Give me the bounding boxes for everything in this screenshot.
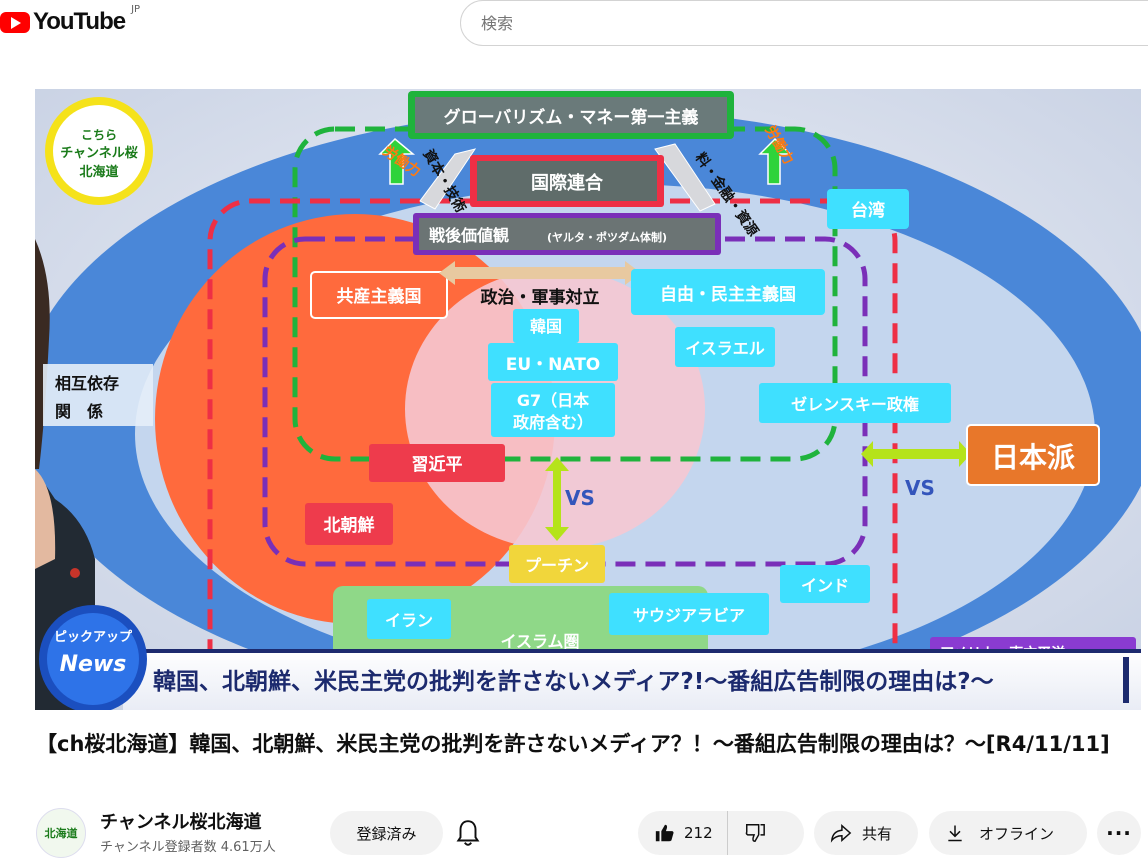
- saudi-text: サウジアラビア: [633, 606, 745, 625]
- corner-logo-line1: こちら: [81, 128, 117, 142]
- channel-name[interactable]: チャンネル桜北海道: [100, 812, 262, 833]
- news-badge-top: ピックアップ: [54, 630, 133, 645]
- zelensky-box: [759, 383, 951, 423]
- conflict-text: 政治・軍事対立: [481, 287, 600, 308]
- xi-text: 習近平: [412, 454, 463, 475]
- japan-faction-box: [966, 424, 1100, 486]
- communist-box: [310, 271, 448, 319]
- israel-text: イスラエル: [685, 339, 765, 358]
- dislike-button[interactable]: [728, 811, 782, 855]
- subscribed-button[interactable]: 登録済み: [330, 811, 443, 855]
- israel-box: [675, 327, 775, 367]
- g7-box: [491, 383, 615, 437]
- like-count: 212: [684, 824, 713, 842]
- eu-text: EU・NATO: [506, 355, 601, 375]
- search-input[interactable]: [460, 0, 1148, 46]
- india-text: インド: [801, 576, 849, 595]
- free-box: [631, 269, 825, 315]
- postwar-sub-text: (ヤルタ・ポツダム体制): [547, 230, 667, 244]
- more-actions-button[interactable]: ···: [1097, 811, 1141, 855]
- news-badge-bottom: News: [60, 652, 127, 677]
- islam-text: イスラム圏: [500, 632, 579, 651]
- korea-box: [513, 309, 579, 343]
- g7-line2: 政府含む）: [513, 413, 593, 432]
- more-icon: ···: [1106, 821, 1132, 845]
- nk-box: [305, 503, 393, 545]
- interdep-box: [43, 364, 153, 426]
- video-frame: グローバリズム・マネー第一主義 国際連合 戦後価値観 (ヤルタ・ポツダム体制) …: [35, 89, 1141, 710]
- putin-text: プーチン: [525, 556, 589, 575]
- like-dislike-group: 212: [638, 811, 804, 855]
- un-text: 国際連合: [531, 172, 604, 194]
- share-icon: [830, 824, 852, 843]
- putin-box: [509, 545, 605, 583]
- youtube-wordmark: YouTube: [33, 8, 126, 35]
- india-box: [780, 565, 870, 603]
- share-button[interactable]: 共有: [814, 811, 918, 855]
- xi-box: [369, 444, 505, 482]
- vs-text-2: VS: [905, 476, 935, 500]
- ticker-bar: [123, 649, 1141, 710]
- vs-text-1: VS: [565, 486, 595, 510]
- saudi-box: [609, 593, 769, 635]
- taiwan-text: 台湾: [851, 200, 885, 221]
- nk-text: 北朝鮮: [324, 515, 375, 536]
- youtube-logo[interactable]: YouTube JP: [0, 4, 140, 36]
- video-player[interactable]: グローバリズム・マネー第一主義 国際連合 戦後価値観 (ヤルタ・ポツダム体制) …: [35, 89, 1141, 710]
- channel-avatar-text: 北海道: [44, 827, 78, 840]
- taiwan-box: [827, 189, 909, 229]
- iran-box: [367, 599, 451, 639]
- thumbs-up-icon: [655, 824, 674, 842]
- interdep-line2: 関 係: [55, 402, 103, 421]
- interdep-line1: 相互依存: [55, 374, 119, 393]
- offline-label: オフライン: [979, 824, 1055, 843]
- share-label: 共有: [862, 824, 893, 843]
- like-button[interactable]: 212: [638, 811, 728, 855]
- postwar-text: 戦後価値観: [429, 226, 509, 245]
- notification-bell-icon[interactable]: [455, 818, 481, 848]
- eu-box: [488, 343, 618, 381]
- region-label: JP: [131, 4, 141, 15]
- communist-text: 共産主義国: [337, 286, 422, 307]
- ticker-text: 韓国、北朝鮮、米民主党の批判を許さないメディア?!〜番組広告制限の理由は?〜: [153, 668, 994, 695]
- top-box-text: グローバリズム・マネー第一主義: [444, 107, 699, 128]
- korea-text: 韓国: [530, 317, 562, 336]
- free-text: 自由・民主主義国: [660, 284, 796, 305]
- corner-logo-line3: 北海道: [79, 164, 118, 180]
- corner-logo-line2: チャンネル桜: [60, 145, 138, 161]
- subscriber-count: チャンネル登録者数 4.61万人: [100, 840, 276, 855]
- thumbs-down-icon: [745, 824, 765, 842]
- channel-avatar[interactable]: 北海道: [36, 808, 86, 858]
- iran-text: イラン: [385, 611, 433, 630]
- subscribed-label: 登録済み: [356, 824, 417, 843]
- zelensky-text: ゼレンスキー政権: [791, 395, 919, 414]
- video-title: 【ch桜北海道】韓国、北朝鮮、米民主党の批判を許さないメディア？！〜番組広告制限…: [36, 732, 1110, 756]
- offline-button[interactable]: オフライン: [929, 811, 1087, 855]
- youtube-play-icon: [0, 12, 30, 33]
- japan-faction-text: 日本派: [991, 441, 1075, 474]
- download-icon: [948, 825, 962, 842]
- g7-line1: G7（日本: [517, 391, 589, 410]
